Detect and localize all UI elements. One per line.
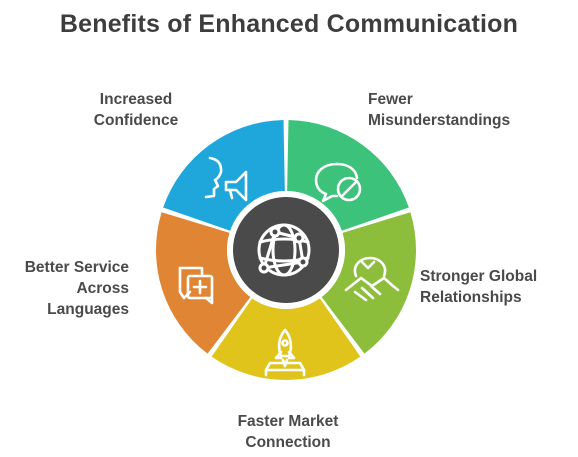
label-increased-confidence: Increased Confidence (78, 89, 194, 131)
label-line: Relationships (420, 289, 522, 306)
label-faster-market-connection: Faster Market Connection (198, 411, 378, 453)
label-line: Languages (47, 301, 129, 318)
label-line: Faster Market (237, 413, 339, 430)
medical-chat-icon (178, 266, 214, 305)
label-line: Increased (99, 91, 173, 108)
center-circle (233, 197, 339, 303)
segment-global (287, 120, 409, 231)
label-line: Confidence (93, 112, 179, 129)
label-line: Better Service (24, 259, 129, 276)
label-line: Stronger Global (420, 268, 538, 285)
label-stronger-global-relationships: Stronger Global Relationships (420, 266, 570, 308)
segment-service (211, 298, 361, 381)
wheel-segments (155, 120, 417, 381)
segment-confidence (155, 212, 251, 354)
label-line: Fewer (368, 91, 413, 108)
label-line: Across (76, 280, 129, 297)
no-chat-icon (314, 162, 362, 203)
label-fewer-misunderstandings: Fewer Misunderstandings (368, 89, 528, 131)
rocket-launch-icon (264, 328, 306, 377)
label-better-service-across-languages: Better Service Across Languages (0, 257, 129, 320)
segment-misunderstandings (163, 120, 285, 231)
network-globe-icon (257, 223, 311, 277)
label-line: Misunderstandings (368, 112, 511, 129)
page-title: Benefits of Enhanced Communication (59, 10, 519, 38)
globe-handshake-icon (344, 256, 400, 302)
megaphone-icon (204, 156, 248, 202)
label-line: Connection (245, 434, 331, 451)
